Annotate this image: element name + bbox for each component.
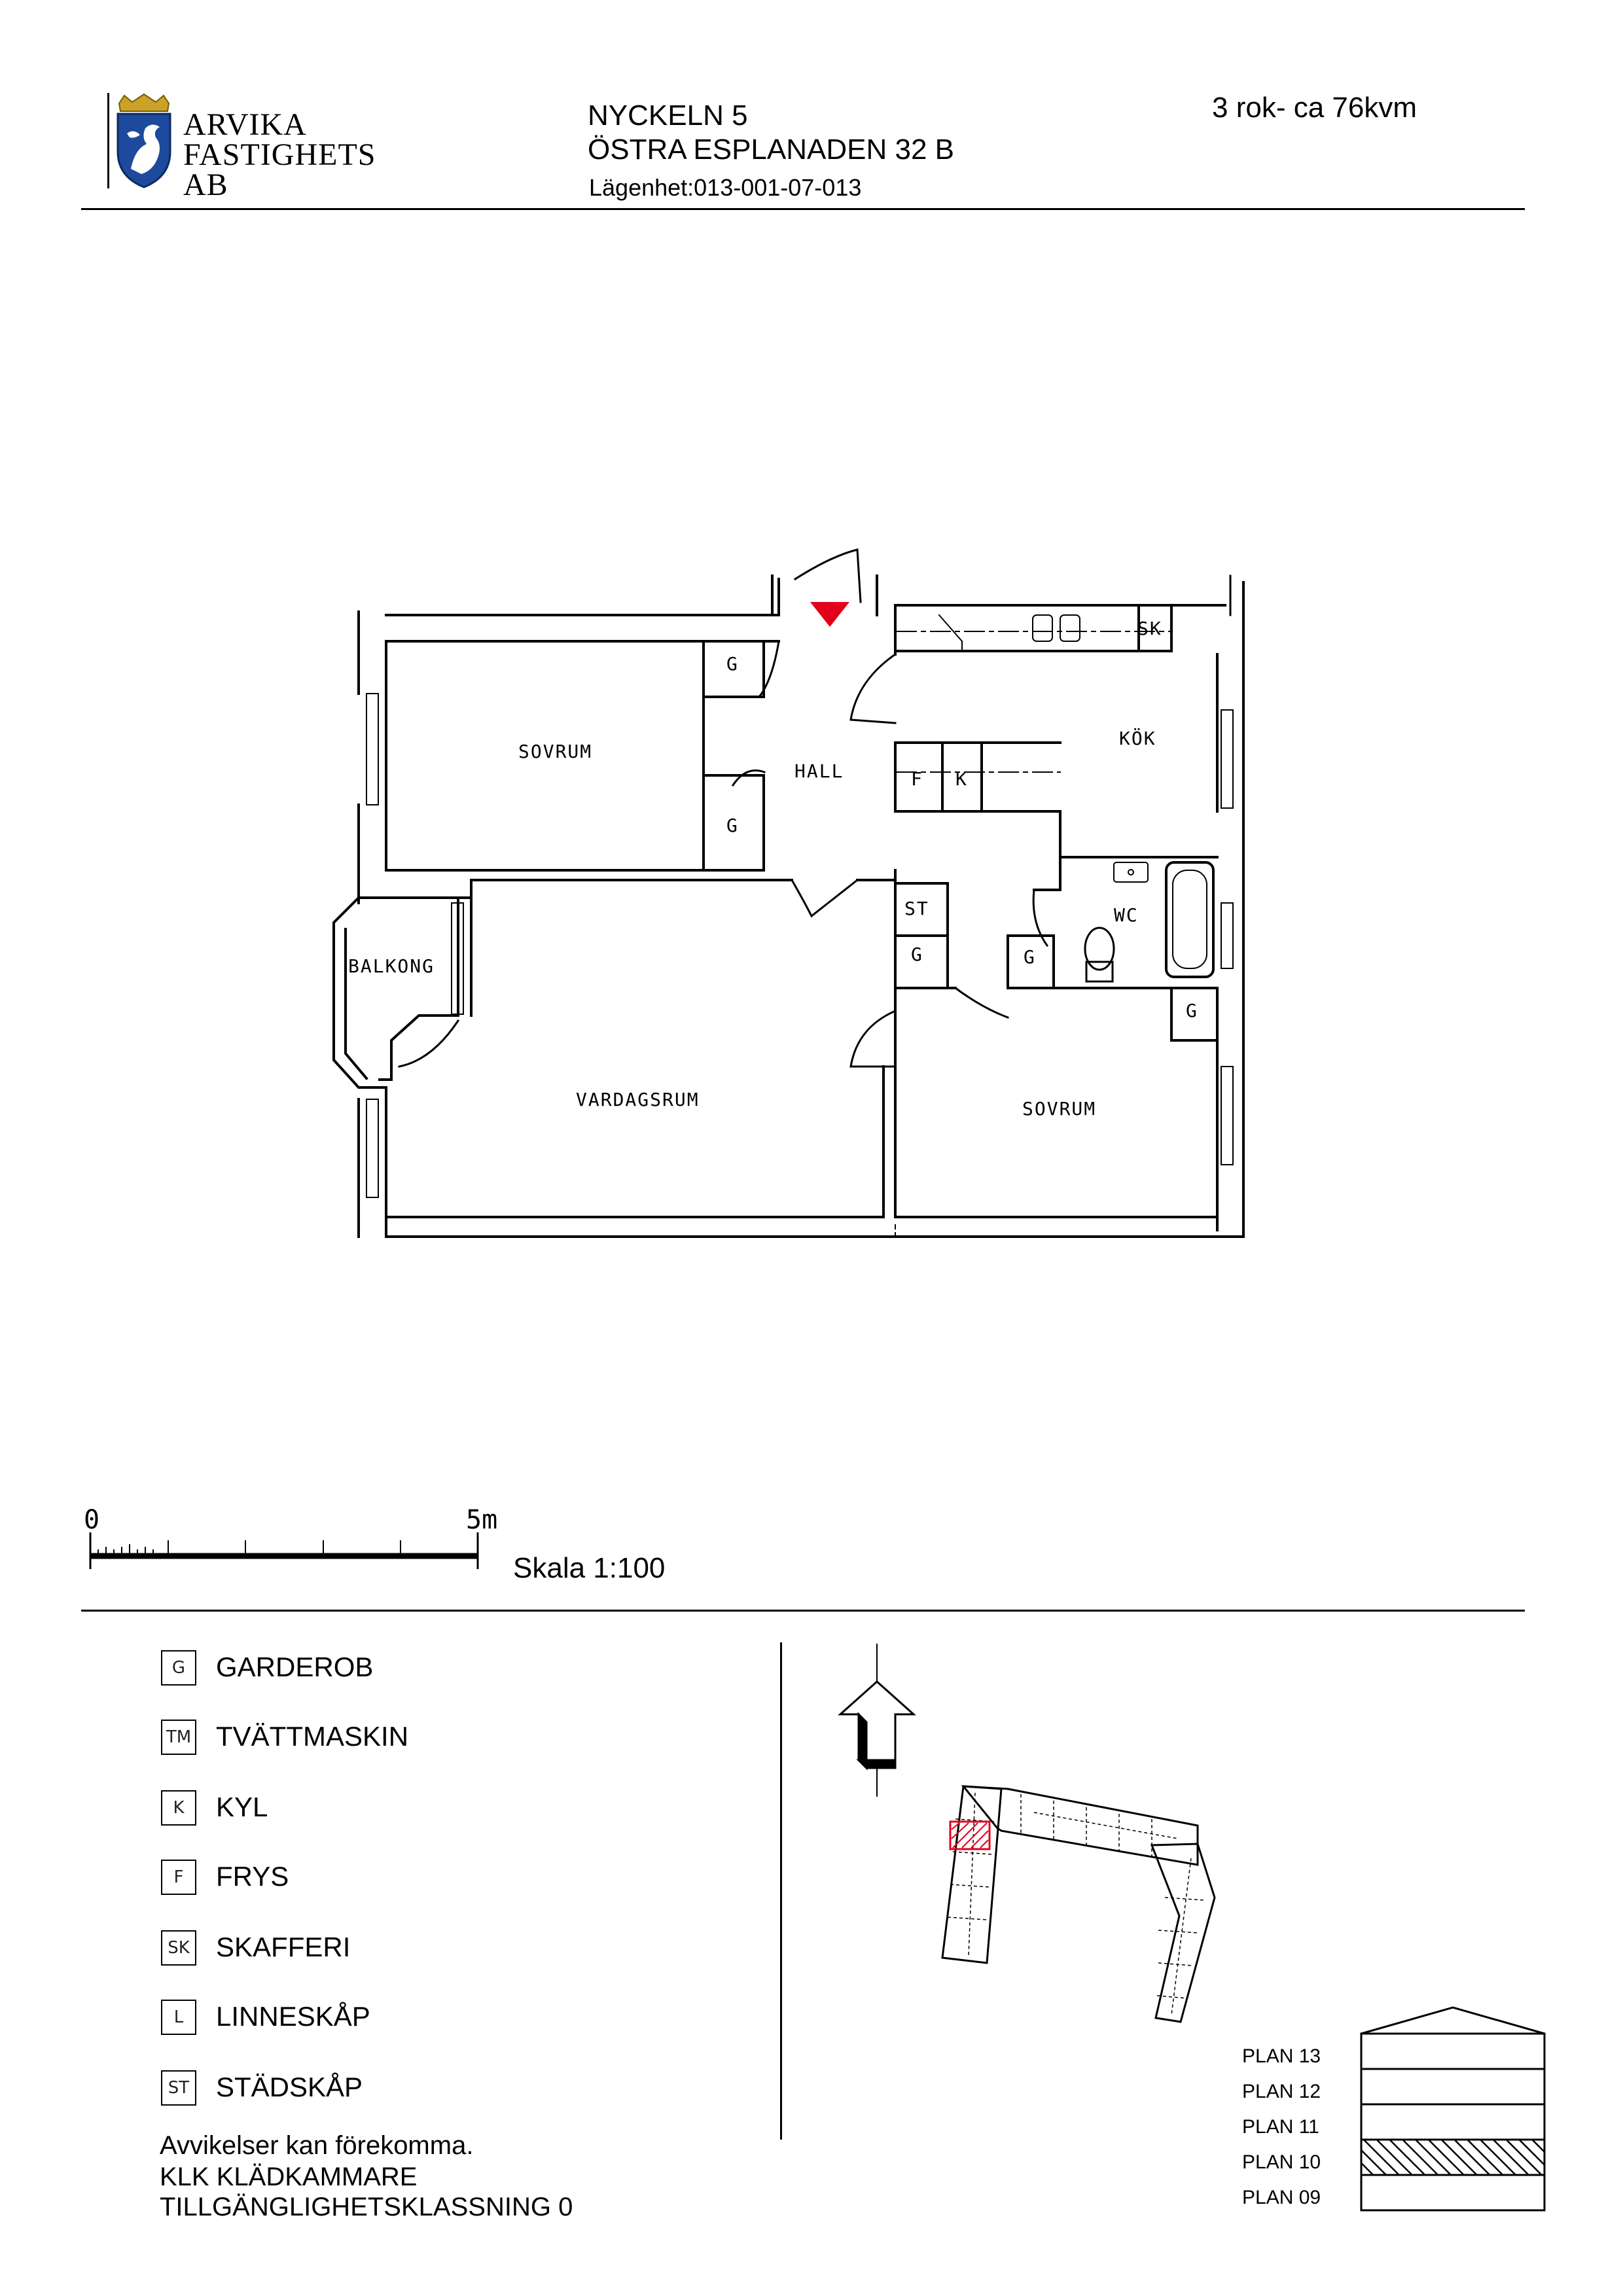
- legend-divider: [780, 1642, 782, 2140]
- room-label-bedroom-left: SOVRUM: [518, 741, 593, 762]
- floor-block-12: [1360, 2068, 1546, 2106]
- floor-block-10-current: [1360, 2138, 1546, 2176]
- street-address: ÖSTRA ESPLANADEN 32 B: [588, 133, 954, 166]
- room-label-balcony: BALKONG: [348, 955, 435, 977]
- room-label-living-room: VARDAGSRUM: [576, 1089, 700, 1110]
- legend-code-kyl: K: [161, 1790, 196, 1826]
- code-cleaning-closet: ST: [904, 898, 929, 919]
- code-fridge: K: [955, 768, 968, 790]
- company-logo: ARVIKA FASTIGHETS AB: [105, 92, 406, 201]
- code-wardrobe-4: G: [1024, 946, 1036, 968]
- coat-of-arms-icon: [107, 93, 171, 188]
- property-name: NYCKELN 5: [588, 99, 748, 132]
- scale-bar: [89, 1532, 479, 1569]
- floor-label-11: PLAN 11: [1242, 2116, 1319, 2138]
- disclaimer-note: Avvikelser kan förekomma.: [160, 2131, 474, 2160]
- floor-block-13: [1360, 2032, 1546, 2070]
- legend-label-tvattmaskin: TVÄTTMASKIN: [216, 1721, 409, 1752]
- legend-label-garderob: GARDEROB: [216, 1651, 374, 1682]
- north-arrow-icon: [838, 1644, 916, 1797]
- legend-code-stadskap: ST: [161, 2070, 196, 2106]
- code-wardrobe-2: G: [726, 815, 739, 836]
- klk-note: KLK KLÄDKAMMARE: [160, 2163, 418, 2191]
- code-wardrobe-1: G: [726, 653, 739, 675]
- apartment-size: 3 rok- ca 76kvm: [1212, 92, 1417, 124]
- floor-label-09: PLAN 09: [1242, 2187, 1321, 2208]
- code-pantry: SK: [1137, 618, 1162, 639]
- code-wardrobe-5: G: [1186, 1000, 1198, 1021]
- legend-label-kyl: KYL: [216, 1792, 268, 1822]
- floor-label-12: PLAN 12: [1242, 2081, 1321, 2102]
- header-divider: [81, 208, 1525, 210]
- building-section-diagram: [1360, 2006, 1546, 2212]
- floor-block-11: [1360, 2103, 1546, 2141]
- entrance-marker: [810, 602, 849, 627]
- accessibility-note: TILLGÄNGLIGHETSKLASSNING 0: [160, 2193, 573, 2221]
- legend-code-garderob: G: [161, 1650, 196, 1686]
- legend-code-tvattmaskin: TM: [161, 1720, 196, 1755]
- site-map: [941, 1785, 1216, 2023]
- apartment-number: Lägenhet:013-001-07-013: [589, 174, 862, 201]
- legend-label-frys: FRYS: [216, 1861, 289, 1892]
- legend-code-linneskap: L: [161, 2000, 196, 2035]
- scale-end: 5m: [466, 1505, 498, 1535]
- company-name-line2: FASTIGHETS AB: [183, 137, 376, 202]
- legend-label-stadskap: STÄDSKÅP: [216, 2072, 363, 2102]
- scale-start: 0: [84, 1505, 100, 1535]
- code-freezer: F: [911, 768, 923, 790]
- code-wardrobe-3: G: [911, 944, 923, 965]
- floor-label-10: PLAN 10: [1242, 2151, 1321, 2173]
- legend-code-frys: F: [161, 1860, 196, 1895]
- legend-code-skafferi: SK: [161, 1930, 196, 1966]
- footer-divider: [81, 1610, 1525, 1612]
- apartment-location-highlight: [949, 1820, 991, 1850]
- room-label-hall: HALL: [794, 760, 844, 782]
- floor-label-13: PLAN 13: [1242, 2045, 1321, 2067]
- room-label-kitchen: KÖK: [1119, 728, 1156, 749]
- room-label-bedroom-right: SOVRUM: [1022, 1098, 1097, 1120]
- legend-label-skafferi: SKAFFERI: [216, 1932, 351, 1962]
- scale-label: Skala 1:100: [513, 1552, 666, 1584]
- legend-label-linneskap: LINNESKÅP: [216, 2001, 370, 2032]
- room-label-wc: WC: [1114, 904, 1139, 926]
- floor-block-09: [1360, 2174, 1546, 2212]
- company-name-line1: ARVIKA: [183, 107, 307, 142]
